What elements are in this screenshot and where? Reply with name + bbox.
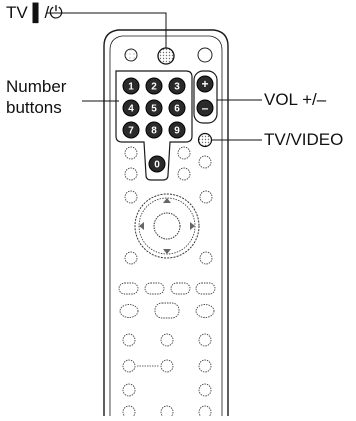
row-b-button-1[interactable] (124, 167, 138, 181)
transport-pill-3[interactable] (170, 282, 191, 295)
number-button-label: 5 (151, 104, 157, 115)
top-right-button[interactable] (197, 47, 213, 63)
forward-button[interactable] (195, 304, 215, 318)
vol-plus-button-label: + (201, 77, 208, 91)
transport-pill-1[interactable] (118, 282, 139, 295)
lower-button-11[interactable] (198, 405, 212, 419)
transport-pill-4[interactable] (195, 282, 216, 295)
number-button-label: 1 (128, 82, 134, 93)
lower-button-10[interactable] (160, 405, 174, 419)
top-left-button[interactable] (124, 48, 138, 62)
number-button-8[interactable]: 8 (145, 121, 163, 139)
menu-button-bl[interactable] (124, 251, 138, 265)
tv-video-button[interactable] (197, 132, 213, 148)
vol-minus-button[interactable]: – (196, 99, 214, 117)
lower-button-9[interactable] (122, 405, 136, 419)
vol-label: VOL +/– (264, 90, 327, 109)
rewind-button[interactable] (119, 304, 139, 318)
number-button-9[interactable]: 9 (168, 121, 186, 139)
vol-minus-button-label: – (202, 101, 209, 115)
number-button-2[interactable]: 2 (145, 77, 163, 95)
number-button-0[interactable]: 0 (148, 155, 166, 173)
number-button-label: 3 (174, 82, 180, 93)
number-button-label: 9 (174, 126, 180, 137)
callout-line-tv-power (46, 12, 167, 48)
number-button-3[interactable]: 3 (168, 77, 186, 95)
number-button-1[interactable]: 1 (122, 77, 140, 95)
number-button-4[interactable]: 4 (122, 99, 140, 117)
play-button[interactable] (154, 302, 180, 319)
number-buttons-label-line2: buttons (6, 98, 62, 117)
vol-plus-button[interactable]: + (196, 75, 214, 93)
number-button-label: 0 (154, 160, 160, 171)
row-a-button-2[interactable] (177, 146, 191, 160)
number-buttons: 1 2 3 4 5 6 7 8 9 0 (122, 77, 186, 173)
number-block-frame (115, 70, 193, 181)
number-button-label: 7 (128, 126, 134, 137)
menu-button-tl[interactable] (124, 190, 138, 204)
number-button-label: 6 (174, 104, 180, 115)
tv-power-button[interactable] (157, 47, 175, 65)
vol-rocker-frame (193, 70, 218, 124)
menu-button-tr[interactable] (199, 190, 213, 204)
lower-button-8[interactable] (198, 383, 212, 397)
number-buttons-label-line1: Number (6, 77, 67, 96)
number-button-label: 8 (151, 126, 157, 137)
lower-button-1[interactable] (122, 333, 136, 347)
directional-pad[interactable] (134, 193, 200, 259)
row-b-button-2[interactable] (177, 167, 191, 181)
tv-power-label: TV ▌/⏻ (6, 3, 63, 22)
row-a-button-1[interactable] (124, 146, 138, 160)
number-button-5[interactable]: 5 (145, 99, 163, 117)
tv-video-label: TV/VIDEO (264, 130, 344, 149)
lower-button-2[interactable] (160, 333, 174, 347)
row-a-button-3[interactable] (198, 155, 212, 169)
lower-button-5[interactable] (160, 359, 174, 373)
lower-button-3[interactable] (198, 333, 212, 347)
number-button-label: 2 (151, 82, 157, 93)
number-button-label: 4 (128, 104, 134, 115)
lower-button-7[interactable] (122, 383, 136, 397)
menu-button-br[interactable] (199, 251, 213, 265)
vol-buttons: +– (196, 75, 214, 117)
lower-button-4[interactable] (122, 359, 136, 373)
lower-button-6[interactable] (198, 359, 212, 373)
transport-pill-2[interactable] (144, 282, 165, 295)
number-button-7[interactable]: 7 (122, 121, 140, 139)
number-button-6[interactable]: 6 (168, 99, 186, 117)
